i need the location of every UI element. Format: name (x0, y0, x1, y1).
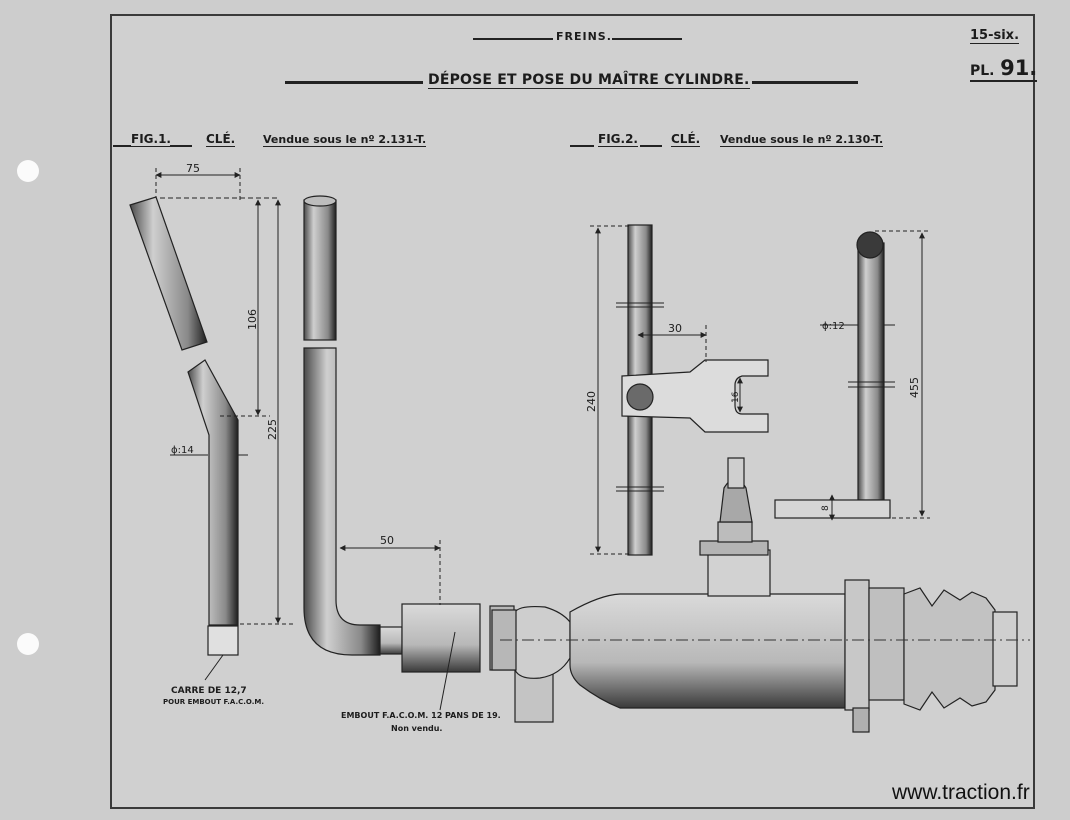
fig1-dim-offset: 50 (380, 534, 394, 547)
fig1-note-tip: EMBOUT F.A.C.O.M. 12 PANS DE 19. (341, 711, 501, 720)
fig2-dim-diameter: ϕ:12 (822, 321, 845, 332)
fig1-dim-width: 75 (186, 162, 200, 175)
fig1-sold: Vendue sous le nº 2.131-T. (263, 133, 427, 147)
fig1-angled-key-dimensions (155, 168, 295, 681)
fig1-note-square: CARRE DE 12,7 (171, 686, 247, 696)
section-title: FREINS. (556, 30, 612, 43)
fig2-tool: CLÉ. (671, 132, 701, 147)
page-title: DÉPOSE ET POSE DU MAÎTRE CYLINDRE. (428, 72, 750, 89)
title-rule-left (285, 81, 423, 84)
plate-value: 91. (1000, 56, 1038, 80)
fig1-note-tip-sub: Non vendu. (391, 724, 442, 733)
fig2-jaw-key-dimensions (590, 225, 743, 555)
fig2-t-bar (774, 231, 891, 519)
fig1-l-key-dimensions (339, 540, 456, 711)
fig1-rule (113, 145, 131, 147)
fig2-t-bar-dimensions (820, 230, 930, 521)
fig1-dim-total: 225 (266, 419, 279, 440)
binder-hole-bottom (17, 633, 39, 655)
fig1-label: FIG.1. (131, 132, 171, 147)
watermark: www.traction.fr (892, 781, 1030, 804)
section-rule-left (473, 38, 553, 40)
section-rule-right (612, 38, 682, 40)
fig1-dim-upper: 106 (246, 309, 259, 330)
fig1-rule-2 (170, 145, 192, 147)
plate-number: PL. 91. (970, 56, 1038, 82)
fig2-rule (570, 145, 594, 147)
fig2-jaw-key (621, 224, 769, 556)
title-rule-right (752, 81, 858, 84)
fig1-dim-diameter: ϕ:14 (171, 445, 194, 456)
fig2-dim-arm: 30 (668, 322, 682, 335)
master-cylinder (491, 457, 1018, 733)
fig1-note-square-sub: POUR EMBOUT F.A.C.O.M. (163, 698, 264, 706)
model-reference: 15-six. (970, 28, 1020, 44)
fig2-dim-bar: 455 (908, 377, 921, 398)
fig2-dim-base: 8 (821, 505, 831, 511)
fig2-label: FIG.2. (598, 132, 638, 147)
plate-prefix: PL. (970, 63, 995, 79)
fig1-tool: CLÉ. (206, 132, 236, 147)
fig2-sold: Vendue sous le nº 2.130-T. (720, 133, 884, 147)
fig2-dim-height: 240 (585, 391, 598, 412)
fig2-rule-2 (640, 145, 662, 147)
fig2-dim-jaw: 16 (731, 391, 741, 403)
fig1-angled-key (129, 196, 239, 656)
binder-hole-top (17, 160, 39, 182)
fig1-l-key (303, 195, 515, 673)
